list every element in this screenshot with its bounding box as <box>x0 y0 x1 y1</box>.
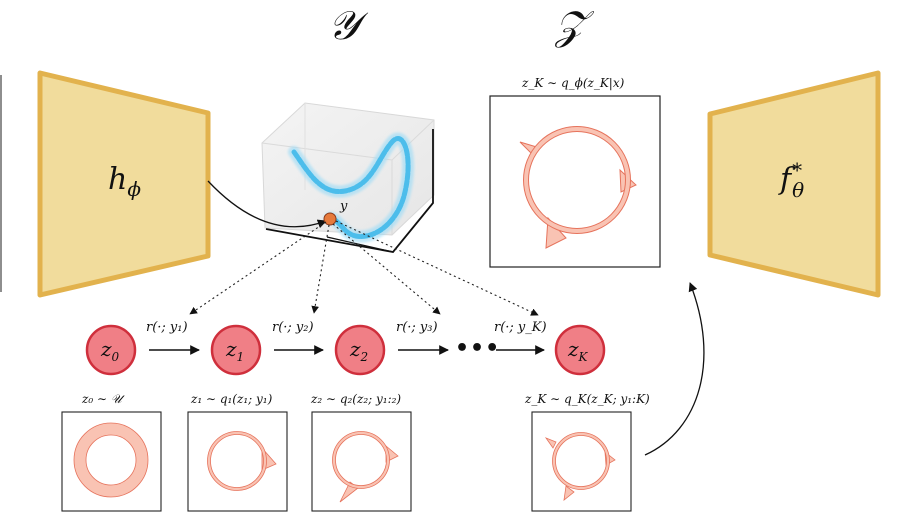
node-z1 <box>210 324 262 376</box>
node-zK-base: z <box>568 337 579 361</box>
node-z2-base: z <box>350 337 361 361</box>
sample-point <box>323 212 337 226</box>
panel-z0 <box>61 411 162 512</box>
manifold-curve <box>288 132 415 243</box>
node-z0-label: z0 <box>101 337 119 364</box>
node-z0-sub: 0 <box>111 350 120 364</box>
top-panel-caption: z_K ∼ q_ϕ(z_K|x) <box>522 76 625 90</box>
top-z-distribution <box>519 126 637 249</box>
decoder-block <box>707 70 881 298</box>
decoder-label-sub: θ <box>792 178 805 202</box>
encoder-block <box>37 70 211 298</box>
panel-caption-z0: z₀ ∼ 𝒰 <box>82 392 122 406</box>
panel-caption-zK: z_K ∼ q_K(z_K; y₁:K) <box>525 392 650 406</box>
encoder-label: hϕ <box>108 162 141 201</box>
encoder-label-base: h <box>108 162 128 197</box>
node-z1-label: z1 <box>226 337 244 364</box>
point-y-label: y <box>340 199 348 214</box>
arrow-label-2: r(·; y₂) <box>272 320 314 335</box>
chain-nodes <box>85 324 606 376</box>
encoder-to-point-arrow <box>207 180 327 229</box>
decoder-label-base: f <box>780 162 792 197</box>
y-space-label: 𝒴 <box>328 3 360 49</box>
node-z1-base: z <box>226 337 237 361</box>
panel-zK <box>531 411 632 512</box>
dotted-links <box>189 220 539 316</box>
chain-ellipsis: ••• <box>455 336 501 361</box>
decoder-label: f*θ <box>780 158 805 202</box>
arrow-label-1: r(·; y₁) <box>146 320 188 335</box>
top-z-panel <box>489 95 661 268</box>
arrow-label-3: r(·; y₃) <box>396 320 438 335</box>
node-zK-sub: K <box>578 350 588 364</box>
decoder-label-sup: * <box>792 158 803 182</box>
panel-z2 <box>311 411 412 512</box>
node-zK-label: zK <box>568 337 588 364</box>
panel-z1 <box>187 411 288 512</box>
arrow-label-K: r(·; y_K) <box>494 320 547 335</box>
panel-caption-z1: z₁ ∼ q₁(z₁; y₁) <box>191 392 273 406</box>
node-z2-sub: 2 <box>360 350 369 364</box>
node-z1-sub: 1 <box>236 350 245 364</box>
node-z2 <box>334 324 386 376</box>
node-z2-label: z2 <box>350 337 368 364</box>
encoder-label-sub: ϕ <box>127 177 141 201</box>
return-arrow <box>644 282 705 456</box>
node-zK <box>554 324 606 376</box>
node-z0 <box>85 324 137 376</box>
node-z0-base: z <box>101 337 112 361</box>
panel-caption-z2: z₂ ∼ q₂(z₂; y₁:₂) <box>311 392 402 406</box>
z-space-label: 𝒵 <box>555 3 586 49</box>
